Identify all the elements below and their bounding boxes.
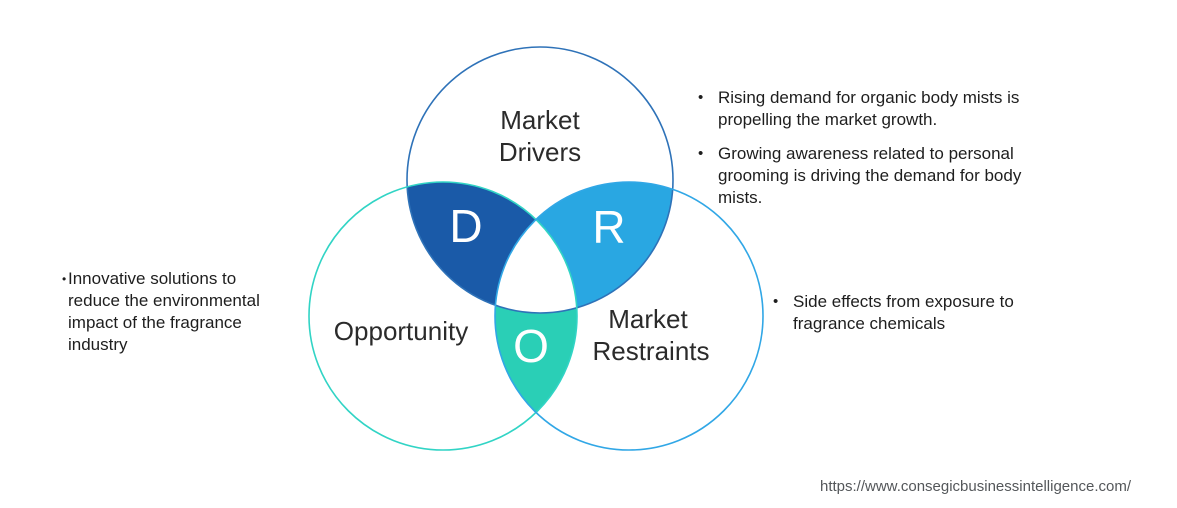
note-item: • Innovative solutions to reduce the env…: [54, 268, 280, 356]
restraints-label-line2: Restraints: [592, 336, 709, 366]
bullet-icon: •: [698, 89, 704, 106]
note-item: • Growing awareness related to personal …: [690, 143, 1052, 209]
note-item: • Rising demand for organic body mists i…: [690, 87, 1052, 131]
note-item: • Side effects from exposure to fragranc…: [765, 291, 1055, 335]
note-text: Side effects from exposure to fragrance …: [793, 292, 1014, 333]
drivers-label-line1: Market: [500, 105, 580, 135]
letter-o: O: [513, 320, 549, 372]
note-text: Innovative solutions to reduce the envir…: [68, 269, 260, 354]
opportunity-notes: • Innovative solutions to reduce the env…: [54, 268, 280, 356]
restraints-notes: • Side effects from exposure to fragranc…: [765, 291, 1055, 335]
opportunity-circle: [308, 181, 578, 451]
drivers-opportunity-lens: [407, 182, 577, 313]
source-url: https://www.consegicbusinessintelligence…: [820, 478, 1131, 495]
bullet-icon: •: [773, 293, 779, 310]
note-text: Rising demand for organic body mists is …: [718, 88, 1020, 129]
drivers-circle: [406, 46, 674, 314]
note-text: Growing awareness related to personal gr…: [718, 144, 1022, 207]
letter-d: D: [449, 200, 482, 252]
opportunity-label: Opportunity: [334, 316, 468, 346]
drivers-label-line2: Drivers: [499, 137, 581, 167]
drivers-notes: • Rising demand for organic body mists i…: [690, 87, 1052, 209]
letter-r: R: [592, 201, 625, 253]
bullet-icon: •: [62, 272, 67, 286]
restraints-label-line1: Market: [608, 304, 688, 334]
bullet-icon: •: [698, 145, 704, 162]
restraints-circle: [494, 181, 764, 451]
drivers-restraints-lens: [495, 182, 673, 313]
